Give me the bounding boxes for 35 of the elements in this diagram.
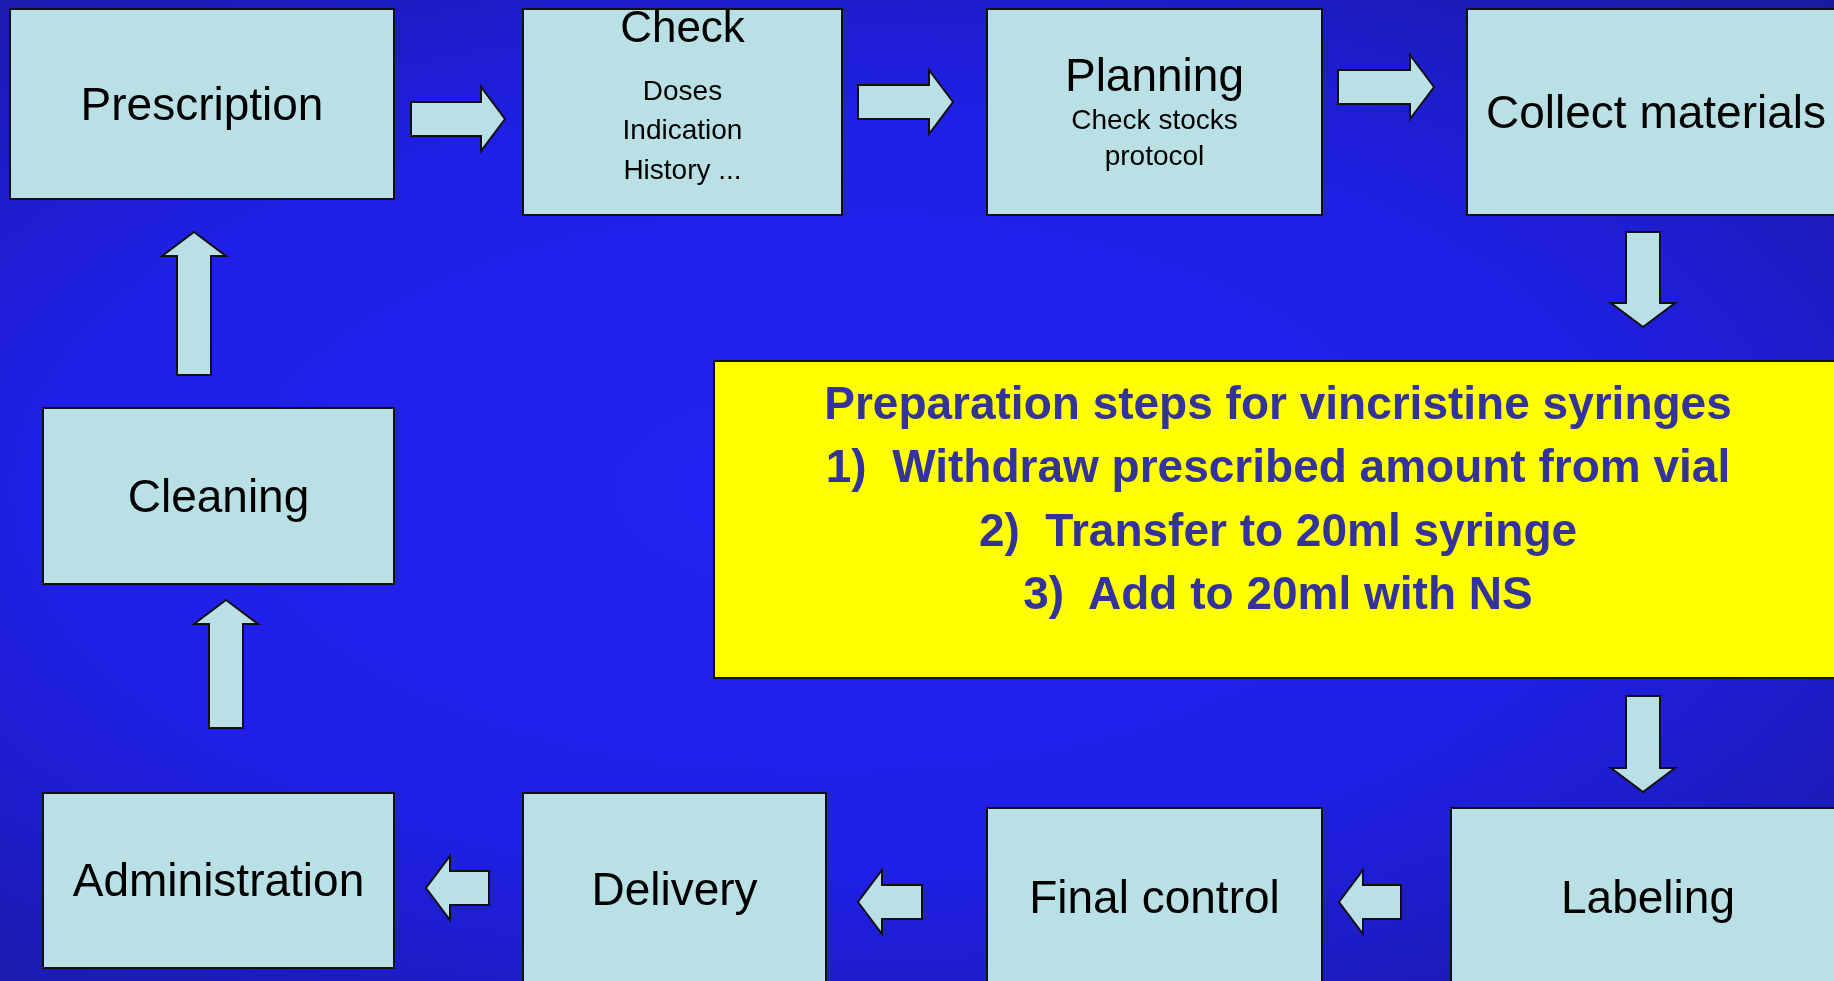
process-box [986,807,1323,981]
step-text: 1) Withdraw prescribed amount from vial [825,439,1731,495]
box-title: Labeling [1561,870,1735,924]
box-title: Check [619,2,746,53]
process-box [986,8,1323,216]
box-text: Check stocks protocol [1070,103,1239,174]
box-title: Collect materials [1486,85,1826,139]
block-arrow [410,84,507,154]
block-arrow [856,867,923,937]
step-text: 3) Add to 20ml with NS [1023,566,1533,622]
box-text: Doses Indication History ... [621,74,744,187]
box-title: Delivery [591,863,758,916]
block-arrow [159,230,229,376]
block-arrow [424,853,490,923]
block-arrow [1608,231,1678,329]
process-box [1450,807,1834,981]
process-box [522,8,843,216]
block-arrow [857,67,955,137]
block-arrow [191,598,261,729]
block-arrow [1608,695,1678,794]
box-title: Planning [1064,49,1244,103]
box-title: Administration [72,854,365,907]
step-text: 2) Transfer to 20ml syringe [978,502,1578,558]
process-box [9,8,395,200]
note-heading: Preparation steps for vincristine syringes [824,376,1732,431]
process-box [522,792,827,981]
note-box [713,360,1834,679]
process-box [1466,8,1834,216]
box-title: Final control [1029,870,1280,924]
box-title: Cleaning [127,469,310,523]
block-arrow [1337,52,1436,122]
process-box [42,792,395,969]
block-arrow [1337,867,1402,937]
box-title: Prescription [80,77,324,131]
process-box [42,407,395,585]
